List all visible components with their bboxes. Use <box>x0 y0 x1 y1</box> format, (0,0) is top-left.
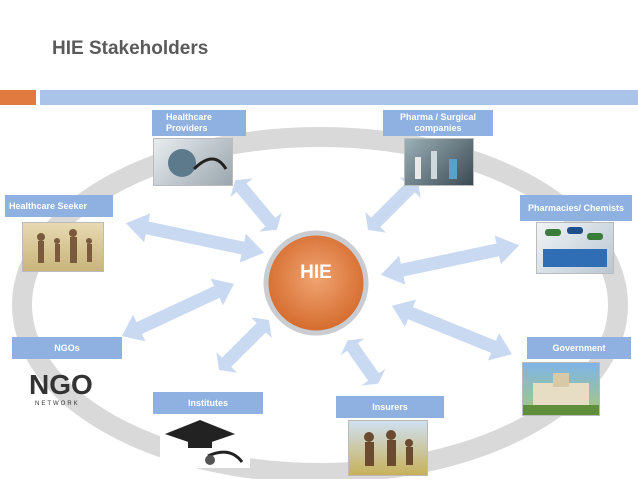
arrow-pharmacies <box>375 228 525 292</box>
accent-bar <box>0 90 36 105</box>
node-ngos: NGOs <box>12 337 122 359</box>
pills-image <box>536 222 614 274</box>
header-bar <box>40 90 638 105</box>
hub-label: HIE <box>300 262 332 283</box>
lab-image <box>404 138 474 186</box>
graduation-cap-image <box>160 416 250 468</box>
svg-text:NETWORK: NETWORK <box>35 401 80 407</box>
insured-family-image <box>348 420 428 476</box>
stakeholder-ring <box>12 127 628 479</box>
page-title: HIE Stakeholders <box>52 38 209 59</box>
node-government: Government <box>527 337 631 359</box>
node-institutes: Institutes <box>153 392 263 414</box>
stethoscope-image <box>153 138 233 186</box>
node-insurers: Insurers <box>336 396 444 418</box>
arrow-seeker <box>120 206 270 270</box>
node-healthcare-seeker: Healthcare Seeker <box>5 195 113 217</box>
arrow-institutes <box>206 307 282 383</box>
node-pharma-surgical: Pharma / Surgical companies <box>383 110 493 136</box>
arrow-government <box>383 289 521 371</box>
node-healthcare-providers: Healthcare Providers <box>152 110 246 136</box>
government-building-image <box>522 362 600 416</box>
svg-text:NGO: NGO <box>29 369 93 400</box>
hub-circle <box>263 230 369 336</box>
family-image <box>22 222 104 272</box>
arrow-ngos <box>113 267 243 353</box>
arrow-insurers <box>333 330 393 394</box>
node-pharmacies: Pharmacies/ Chemists <box>520 195 632 221</box>
